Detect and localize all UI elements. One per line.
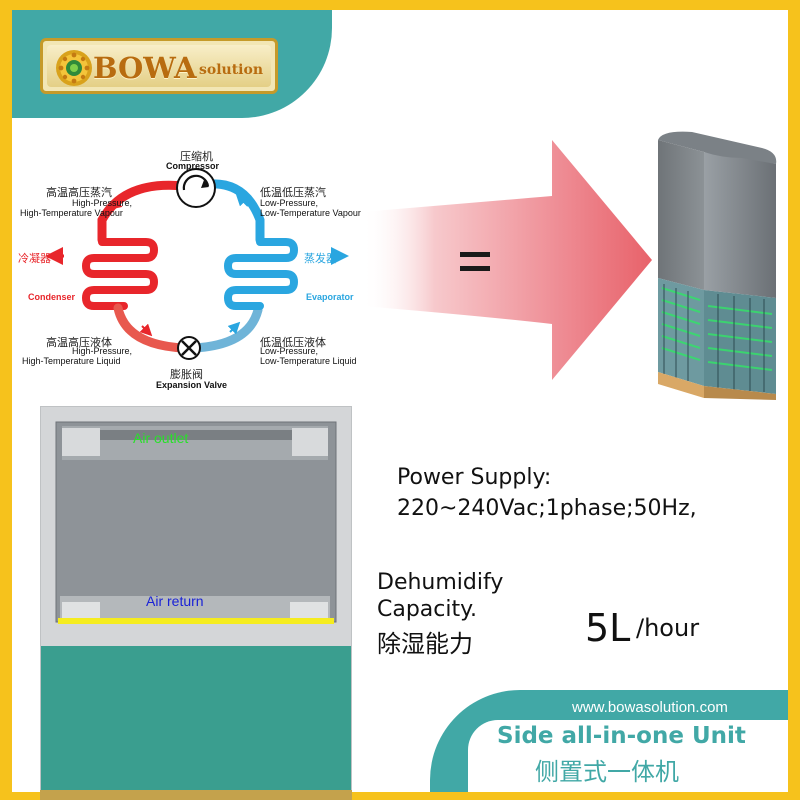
lp-liquid-label-zh: 低温低压液体 (260, 336, 326, 349)
evaporator-label-zh: 蒸发器 (304, 252, 337, 265)
valve-label-en: Expansion Valve (156, 380, 228, 390)
valve-label-zh: 膨胀阀 (170, 368, 203, 381)
hp-liquid-label-en-2: High-Temperature Liquid (22, 356, 121, 366)
website-link[interactable]: www.bowasolution.com (572, 699, 728, 716)
dehumidify-label-line-1: Dehumidify (377, 570, 504, 595)
logo-brand-text: BOWA (93, 51, 197, 85)
unit-front-view (40, 406, 352, 800)
capacity-value: 5L (585, 606, 631, 650)
hp-liquid-label-en-1: High-Pressure, (72, 346, 133, 356)
capacity-unit: /hour (636, 614, 700, 642)
condenser-label-en: Condenser (28, 292, 76, 302)
power-supply-label: Power Supply: (397, 465, 552, 490)
air-outlet-label: Air outlet (133, 430, 189, 446)
product-title-en: Side all-in-one Unit (497, 723, 746, 749)
lp-vapour-label-en-2: Low-Temperature Vapour (260, 208, 361, 218)
hp-vapour-label-en-1: High-Pressure, (72, 198, 133, 208)
lp-vapour-label-zh: 低温低压蒸汽 (260, 186, 326, 199)
footer-white-panel (468, 720, 788, 792)
logo-suffix-text: solution (199, 62, 264, 78)
condenser-label-zh: 冷凝器 (18, 252, 51, 265)
refrigeration-cycle-diagram: 压缩机 Compressor 高温高压蒸汽 High-Pressure, Hig… (14, 140, 366, 400)
power-supply-value: 220~240Vac;1phase;50Hz, (397, 496, 697, 521)
unit-3d-illustration (658, 131, 777, 400)
compressor-label-zh: 压缩机 (180, 150, 213, 163)
compressor-icon (176, 168, 216, 208)
lp-liquid-label-en-2: Low-Temperature Liquid (260, 356, 357, 366)
lp-liquid-label-en-1: Low-Pressure, (260, 346, 319, 356)
evaporator-label-en: Evaporator (306, 292, 354, 302)
condenser-coil (81, 238, 159, 310)
evaporator-coil (223, 238, 299, 310)
logo-plate: BOWA solution (47, 45, 271, 87)
dehumidify-label-line-2: Capacity. (377, 597, 477, 622)
cycle-loop-graphic (45, 168, 349, 360)
bowa-logo[interactable]: BOWA solution (40, 38, 278, 94)
equals-arrow-graphic (362, 140, 652, 380)
product-title-zh: 侧置式一体机 (535, 758, 679, 786)
expansion-valve-icon (177, 336, 201, 360)
lp-vapour-label-en-1: Low-Pressure, (260, 198, 319, 208)
equals-sign (460, 250, 490, 274)
air-return-label: Air return (146, 593, 204, 609)
compressor-label-en: Compressor (166, 161, 220, 171)
hp-liquid-label-zh: 高温高压液体 (46, 336, 112, 349)
dehumidify-label-zh: 除湿能力 (377, 630, 473, 658)
hp-vapour-label-en-2: High-Temperature Vapour (20, 208, 123, 218)
sunflower-logo-icon (56, 50, 92, 86)
hp-vapour-label-zh: 高温高压蒸汽 (46, 186, 112, 199)
